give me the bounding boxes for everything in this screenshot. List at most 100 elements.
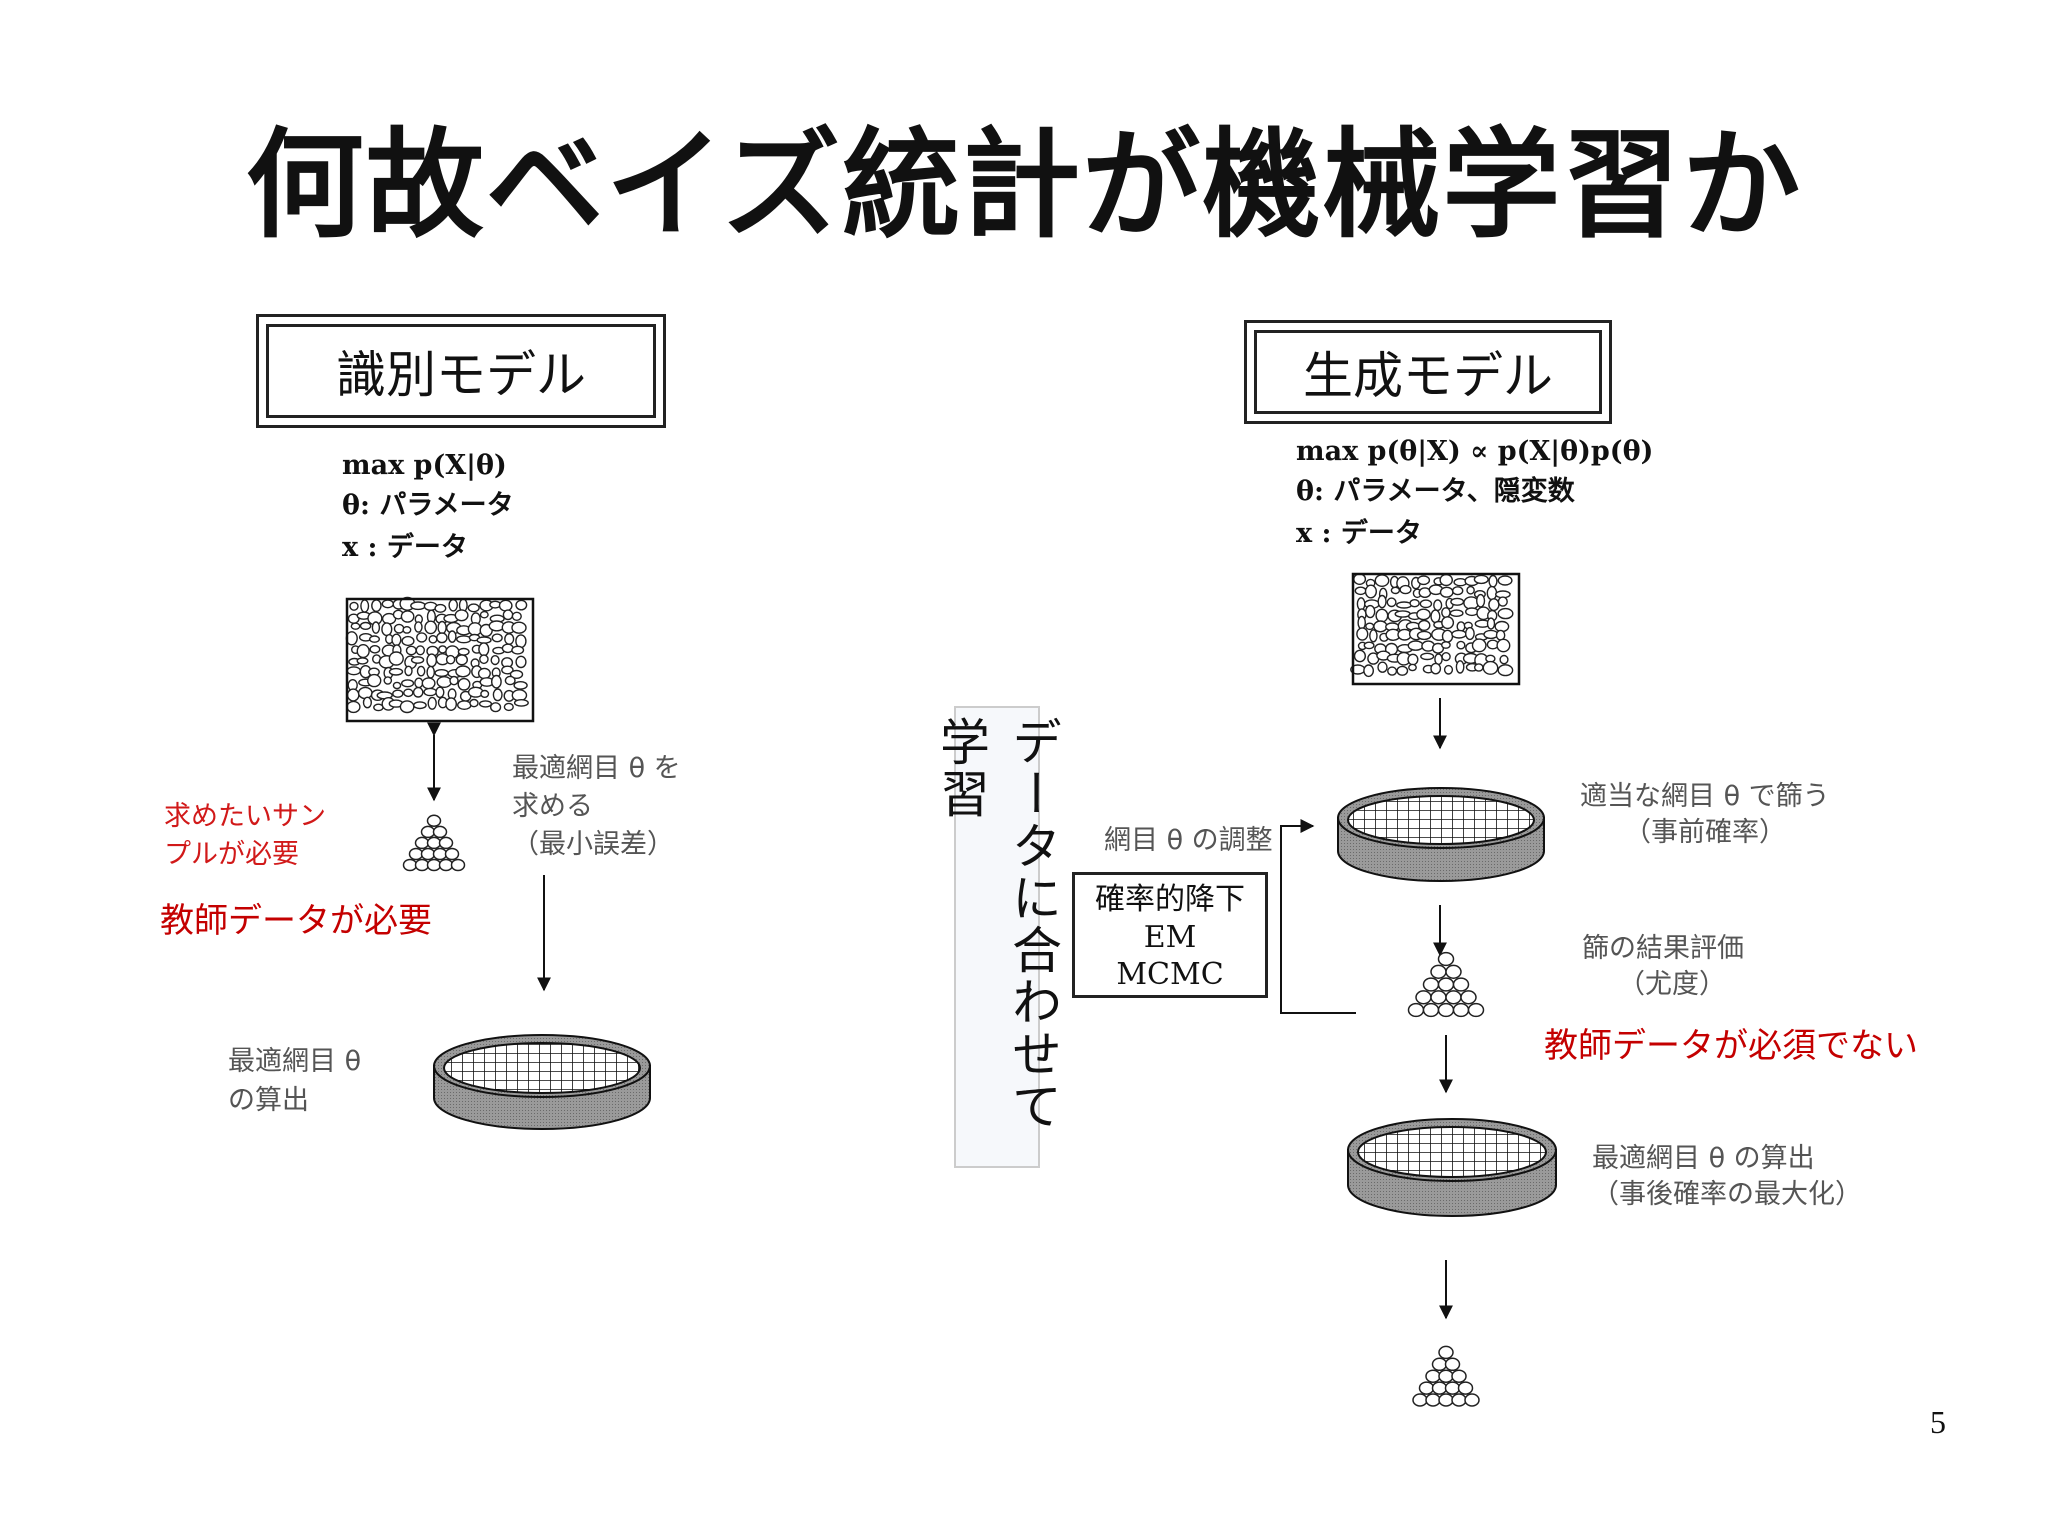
pebble [392,634,401,645]
pebble [347,667,360,675]
pebble [370,636,380,642]
pebble [1452,1370,1466,1382]
pebble [440,837,453,848]
pebble [410,849,423,860]
pebble [364,697,372,707]
pebble [422,826,435,837]
pebble [493,689,502,701]
pebble [1498,665,1512,676]
pebble [361,600,369,612]
pebble [1388,667,1397,675]
pebble [403,627,411,633]
pebble [1446,1358,1460,1370]
pebble [1500,656,1508,664]
model-header: 識別モデル [266,324,656,418]
page-number: 5 [1930,1404,1946,1441]
pebble [1442,617,1454,629]
pebble [452,860,465,871]
pebble [393,690,403,697]
sieve-icon [434,1035,650,1129]
pebble [1450,610,1463,616]
pebble [1364,642,1374,648]
parameter-definition: θ: パラメータ、隠変数 [1296,478,1575,505]
pebble [402,680,414,687]
pebble [390,669,403,675]
pebble [1446,965,1461,978]
pebble [395,624,404,633]
pebble [393,682,400,688]
pebble [1475,664,1483,671]
pebble [457,636,471,643]
pebble [1397,666,1407,675]
pebble [401,611,413,622]
pebble [404,689,413,696]
method-mcmc: MCMC [1075,956,1265,994]
pebble [1452,630,1466,638]
pebble [1456,661,1463,673]
pebble [1434,600,1442,610]
method-gradient-descent: 確率的降下 [1075,881,1265,919]
pebble [416,646,424,655]
pebble [382,623,392,636]
pebble [512,612,521,620]
pebble [414,702,426,709]
pebble [1433,1358,1447,1370]
pebble [456,666,470,677]
pebble [447,656,455,664]
pebble [372,622,379,633]
prior-sieve-icon [1338,788,1544,881]
posterior-sieve-icon [1348,1119,1556,1216]
pebble [1374,621,1387,632]
pebble [370,646,380,653]
pebble [416,837,429,848]
pebble [1408,654,1418,664]
pebble [1431,965,1446,978]
pebble [348,689,359,701]
data-definition: x : データ [1296,520,1422,547]
pebble [1457,641,1465,648]
pebble [1489,576,1497,587]
pebble [503,610,512,619]
pebble [1421,653,1434,659]
pebble [1452,1394,1466,1406]
pebble [1395,611,1410,617]
pebble [1410,600,1419,607]
pebble [1474,575,1488,583]
pebble [1418,631,1431,639]
pebble [425,621,436,633]
pebble [468,604,479,612]
pebble [515,700,529,706]
pebble [428,837,441,848]
pebble [1366,585,1377,598]
pebble [458,649,469,656]
pebble-mixture-image [1351,574,1513,677]
pebble [455,610,468,621]
pebble [1400,586,1411,594]
pebble [427,654,436,667]
pebble [446,849,459,860]
pebble [428,697,436,709]
pebble [437,633,447,643]
pebble [1424,1004,1439,1017]
pebble [415,678,423,687]
pebble [468,623,481,635]
pebble [1439,1394,1453,1406]
pebble [418,666,425,675]
pebble [411,602,426,609]
pebble [1459,1382,1473,1394]
pebble [434,849,447,860]
pebble [1442,653,1450,661]
pebble [446,698,456,710]
parameter-definition: θ: パラメータ [342,492,514,519]
pebble [480,655,488,663]
wanted-sample-line2: プルが必要 [164,838,299,873]
pebble [479,668,491,678]
pebble [481,691,489,698]
pebble [368,675,381,687]
search-note-line3: （最小誤差） [512,828,674,863]
pebble [1498,597,1507,606]
objective-formula: max p(X|θ) [342,452,507,479]
pebble [492,634,502,642]
pebble [1409,664,1416,670]
data-definition: x : データ [342,534,468,561]
